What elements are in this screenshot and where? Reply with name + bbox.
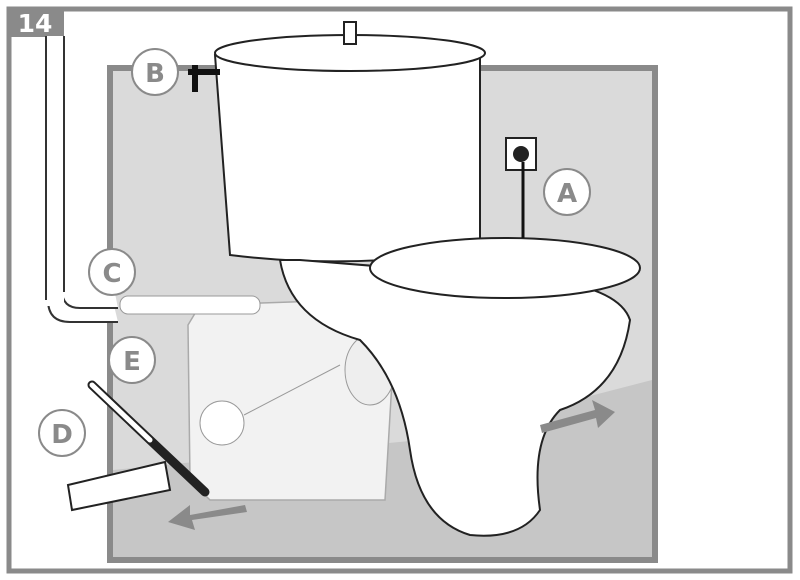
arrow-icon	[540, 400, 615, 433]
label-a: A	[543, 168, 591, 216]
waste-pipe	[66, 460, 172, 512]
valve-tap	[188, 65, 220, 92]
cistern	[213, 40, 481, 263]
label-b-text: B	[145, 59, 165, 89]
label-b: B	[131, 48, 179, 96]
flush-button	[343, 21, 357, 45]
arrow-icon	[168, 505, 247, 530]
plug	[513, 146, 529, 162]
toilet-bowl	[278, 259, 632, 537]
label-e: E	[108, 336, 156, 384]
inlet-hose	[119, 295, 261, 315]
label-c: C	[88, 248, 136, 296]
toilet-seat	[369, 237, 641, 299]
leader-line	[243, 364, 341, 416]
pipe-fill	[46, 36, 64, 306]
detail-circle	[199, 400, 245, 446]
step-number: 14	[18, 9, 53, 38]
step-badge	[7, 7, 64, 37]
label-e-text: E	[123, 347, 141, 377]
label-a-text: A	[557, 179, 577, 209]
label-d-text: D	[51, 420, 73, 450]
label-c-text: C	[102, 259, 121, 289]
label-d: D	[38, 409, 86, 457]
screwdriver-handle	[89, 382, 153, 443]
